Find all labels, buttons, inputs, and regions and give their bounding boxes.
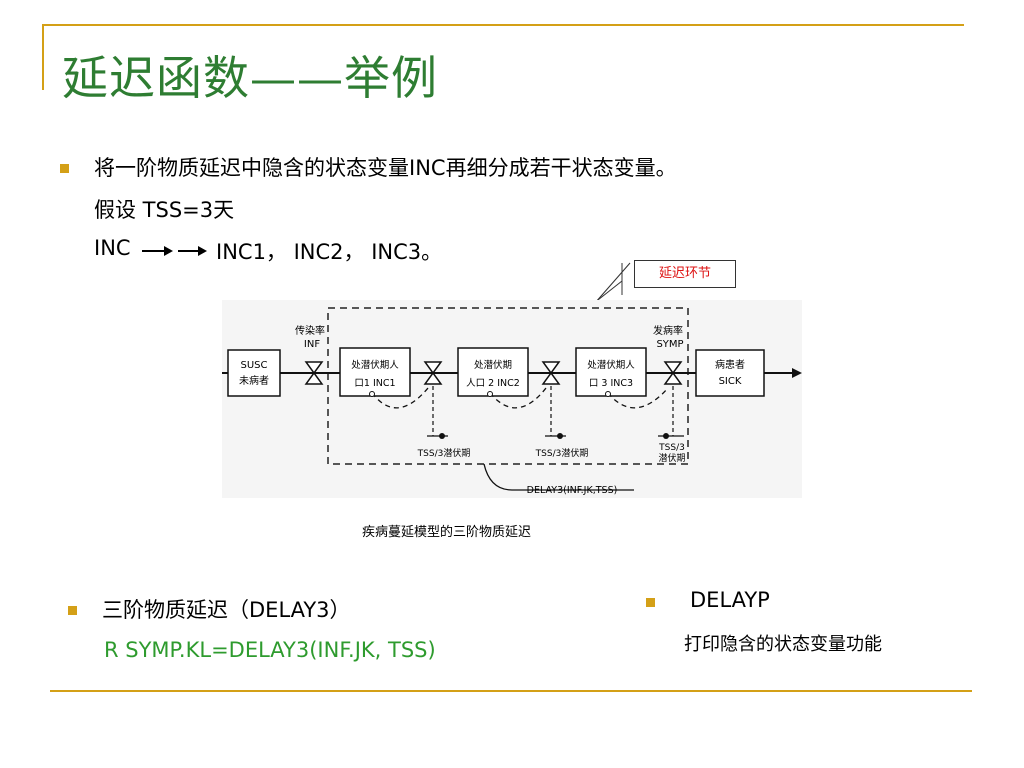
inc2-box: [457, 347, 529, 397]
inc1-label-1: 处潜伏期人: [351, 359, 399, 371]
intro-line-2: 假设 TSS=3天: [94, 198, 235, 222]
tss-label-2: TSS/3潜伏期: [535, 447, 589, 459]
symp-label-2: SYMP: [656, 339, 683, 350]
symp-label-1: 发病率: [653, 324, 683, 337]
sick-box: [695, 349, 765, 397]
inc2-label-1: 处潜伏期: [474, 359, 512, 371]
susc-label-1: SUSC: [241, 360, 268, 371]
tss-label-1: TSS/3潜伏期: [417, 447, 471, 459]
inc3-label-2: 口 3 INC3: [589, 378, 633, 389]
delay-envelope: [327, 307, 689, 465]
left-rule: [42, 24, 44, 90]
sick-label-1: 病患者: [715, 358, 745, 371]
inc1-box: [339, 347, 411, 397]
valve-2: [423, 361, 443, 385]
inf-label-2: INF: [304, 339, 320, 350]
callout-label: 延迟环节: [634, 260, 736, 288]
delay3-label: DELAY3(INF.JK,TSS): [527, 485, 618, 496]
delay3-code: R SYMP.KL=DELAY3(INF.JK, TSS): [104, 638, 436, 662]
page-title: 延迟函数——举例: [62, 51, 438, 105]
top-rule: [42, 24, 964, 26]
bullet-icon: [646, 598, 655, 607]
inc2-label-2: 人口 2 INC2: [466, 378, 520, 389]
susc-label-2: 未病者: [239, 374, 269, 387]
diagram-caption: 疾病蔓延模型的三阶物质延迟: [362, 525, 532, 540]
double-arrow-icon: [142, 246, 207, 256]
valve-3: [541, 361, 561, 385]
susc-box: [227, 349, 281, 397]
inc1-label-2: 口1 INC1: [354, 378, 395, 389]
tss-label-3a: TSS/3: [658, 443, 685, 453]
bullet-icon: [60, 164, 69, 173]
intro-line-3-left: INC: [94, 236, 131, 260]
valve-symp: [663, 361, 683, 385]
inf-label-1: 传染率: [295, 324, 325, 337]
delayp-heading: DELAYP: [690, 588, 770, 612]
intro-line-3-right: INC1， INC2， INC3。: [216, 240, 443, 264]
inc3-label-1: 处潜伏期人: [587, 359, 635, 371]
delay-diagram: SUSC 未病者 处潜伏期人 口1 INC1 处潜伏期 人口 2 INC2 处潜…: [222, 300, 802, 498]
delay3-heading: 三阶物质延迟（DELAY3）: [102, 598, 351, 622]
bullet-icon: [68, 606, 77, 615]
tss-label-3b: 潜伏期: [658, 452, 685, 464]
valve-inf: [304, 361, 324, 385]
sick-label-2: SICK: [719, 376, 742, 387]
delayp-description: 打印隐含的状态变量功能: [684, 634, 882, 655]
intro-line-1: 将一阶物质延迟中隐含的状态变量INC再细分成若干状态变量。: [94, 156, 677, 180]
bottom-rule: [50, 690, 972, 692]
